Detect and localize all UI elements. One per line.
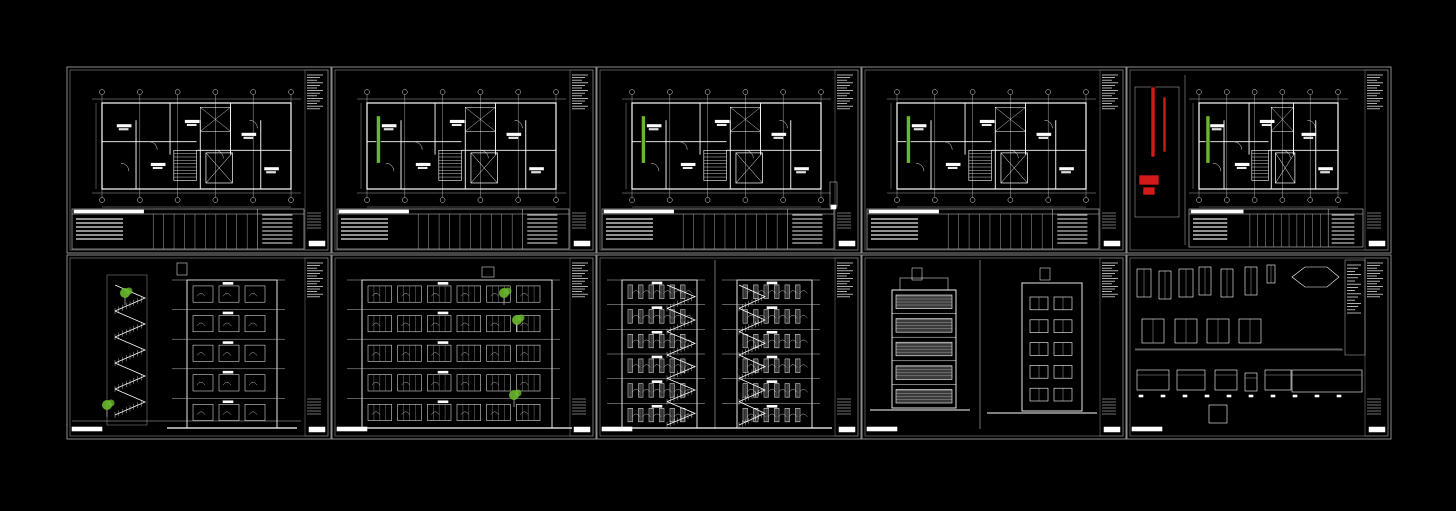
drawing-sheet-1-5[interactable] — [1126, 66, 1392, 254]
drawing-sheet-2-1[interactable] — [66, 254, 332, 440]
drawing-sheet-1-3[interactable] — [596, 66, 862, 254]
drawing-sheet-1-2[interactable] — [331, 66, 597, 254]
drawing-sheet-2-4[interactable] — [861, 254, 1127, 440]
drawing-sheet-1-1[interactable] — [66, 66, 332, 254]
drawing-sheet-2-3[interactable] — [596, 254, 862, 440]
drawing-sheet-2-5[interactable] — [1126, 254, 1392, 440]
sheet-grid — [66, 66, 1392, 440]
drawing-sheet-1-4[interactable] — [861, 66, 1127, 254]
drawing-sheet-2-2[interactable] — [331, 254, 597, 440]
